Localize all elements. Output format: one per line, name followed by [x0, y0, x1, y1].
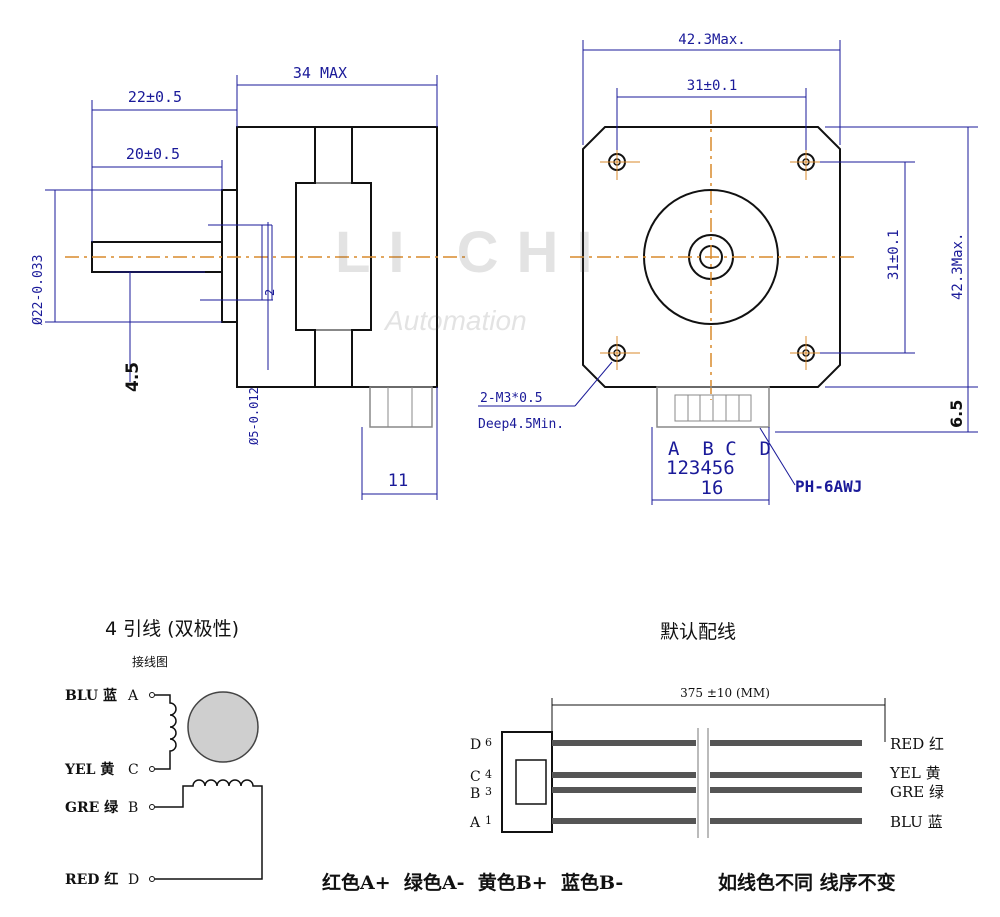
lead-term-a: A: [127, 688, 139, 704]
front-view: 42.3Max. 31±0.1 31±0.1 42.3Max. 6.5 2-M3…: [478, 32, 978, 505]
pin-b-num: 3: [485, 785, 492, 798]
pin-c-letter: C: [470, 769, 481, 785]
wire-length: 375 ±10 (MM): [680, 686, 770, 700]
dim-flat: 4.5: [123, 362, 143, 392]
wire-label-yel: YEL 黄: [889, 764, 941, 782]
coil-bd: [155, 779, 263, 880]
pin-d-letter: D: [470, 737, 481, 753]
lead-label-d: RED 红: [65, 871, 118, 888]
boss: [221, 189, 238, 323]
pin-a-num: 1: [485, 814, 492, 827]
dim-connector: 11: [388, 471, 408, 491]
watermark-sub: Automation: [383, 305, 527, 336]
lead-label-c: YEL 黄: [64, 761, 114, 778]
pin-letters: A B C D: [668, 438, 771, 460]
footer-note: 如线色不同 线序不变: [718, 871, 896, 894]
lead-term-d: D: [128, 872, 139, 888]
dim-hole-spacing-h: 31±0.1: [687, 78, 738, 94]
lead-term-b: B: [128, 800, 138, 816]
footer-colors: 红色A+ 绿色A- 黄色B+ 蓝色B-: [322, 871, 623, 894]
dim-shaft-flat: 20±0.5: [126, 145, 180, 163]
pin-b-letter: B: [470, 786, 480, 802]
dim-flat-len: 2: [263, 289, 277, 296]
wiring-diagram: 4 引线 (双极性) 接线图 BLU 蓝 A YEL 黄 C GRE 绿 B R…: [64, 618, 263, 888]
wiring-title: 4 引线 (双极性): [105, 618, 239, 640]
front-outline: [582, 126, 841, 388]
dim-shaft-dia: Ø5-0.012: [247, 387, 261, 445]
lamination-left: [295, 127, 316, 387]
pin-numbers: 123456: [666, 457, 735, 479]
lead-label-a: BLU 蓝: [65, 687, 117, 704]
front-connector: [656, 386, 770, 428]
default-wiring-title: 默认配线: [660, 621, 736, 643]
dim-hole-spacing-v: 31±0.1: [886, 229, 902, 280]
connector-width: 16: [701, 477, 724, 499]
dim-length: 34 MAX: [293, 64, 347, 82]
connector-part: PH-6AWJ: [795, 477, 862, 496]
dim-width: 42.3Max.: [678, 32, 745, 48]
dim-boss-dia: Ø22-0.033: [31, 255, 46, 325]
default-wiring: 默认配线 375 ±10 (MM) D 6 C 4 B 3 A 1 RED 红 …: [469, 621, 944, 838]
wire-label-red: RED 红: [890, 735, 944, 753]
wire-label-gre: GRE 绿: [890, 783, 944, 801]
side-view: 34 MAX 22±0.5 20±0.5 Ø22-0.033 4.5 2 Ø5-…: [31, 64, 470, 500]
wiring-subtitle: 接线图: [132, 654, 168, 669]
screw-depth: Deep4.5Min.: [478, 417, 564, 432]
dim-connector-offset: 6.5: [947, 400, 966, 428]
dim-shaft-total: 22±0.5: [128, 88, 182, 106]
wire-connector: [501, 731, 553, 833]
side-connector: [369, 386, 433, 428]
rotor-symbol: [187, 691, 259, 763]
watermark-brand: LI CHI: [335, 220, 611, 285]
pin-a-letter: A: [469, 815, 481, 831]
screw-spec: 2-M3*0.5: [480, 391, 543, 406]
lead-term-c: C: [128, 762, 139, 778]
pin-d-num: 6: [485, 736, 492, 749]
lead-label-b: GRE 绿: [65, 799, 119, 816]
pin-c-num: 4: [485, 768, 492, 781]
watermark: LI CHI Automation: [335, 220, 611, 336]
wire-label-blu: BLU 蓝: [890, 813, 943, 831]
coil-ac: [155, 694, 177, 770]
dim-height: 42.3Max.: [950, 233, 966, 300]
